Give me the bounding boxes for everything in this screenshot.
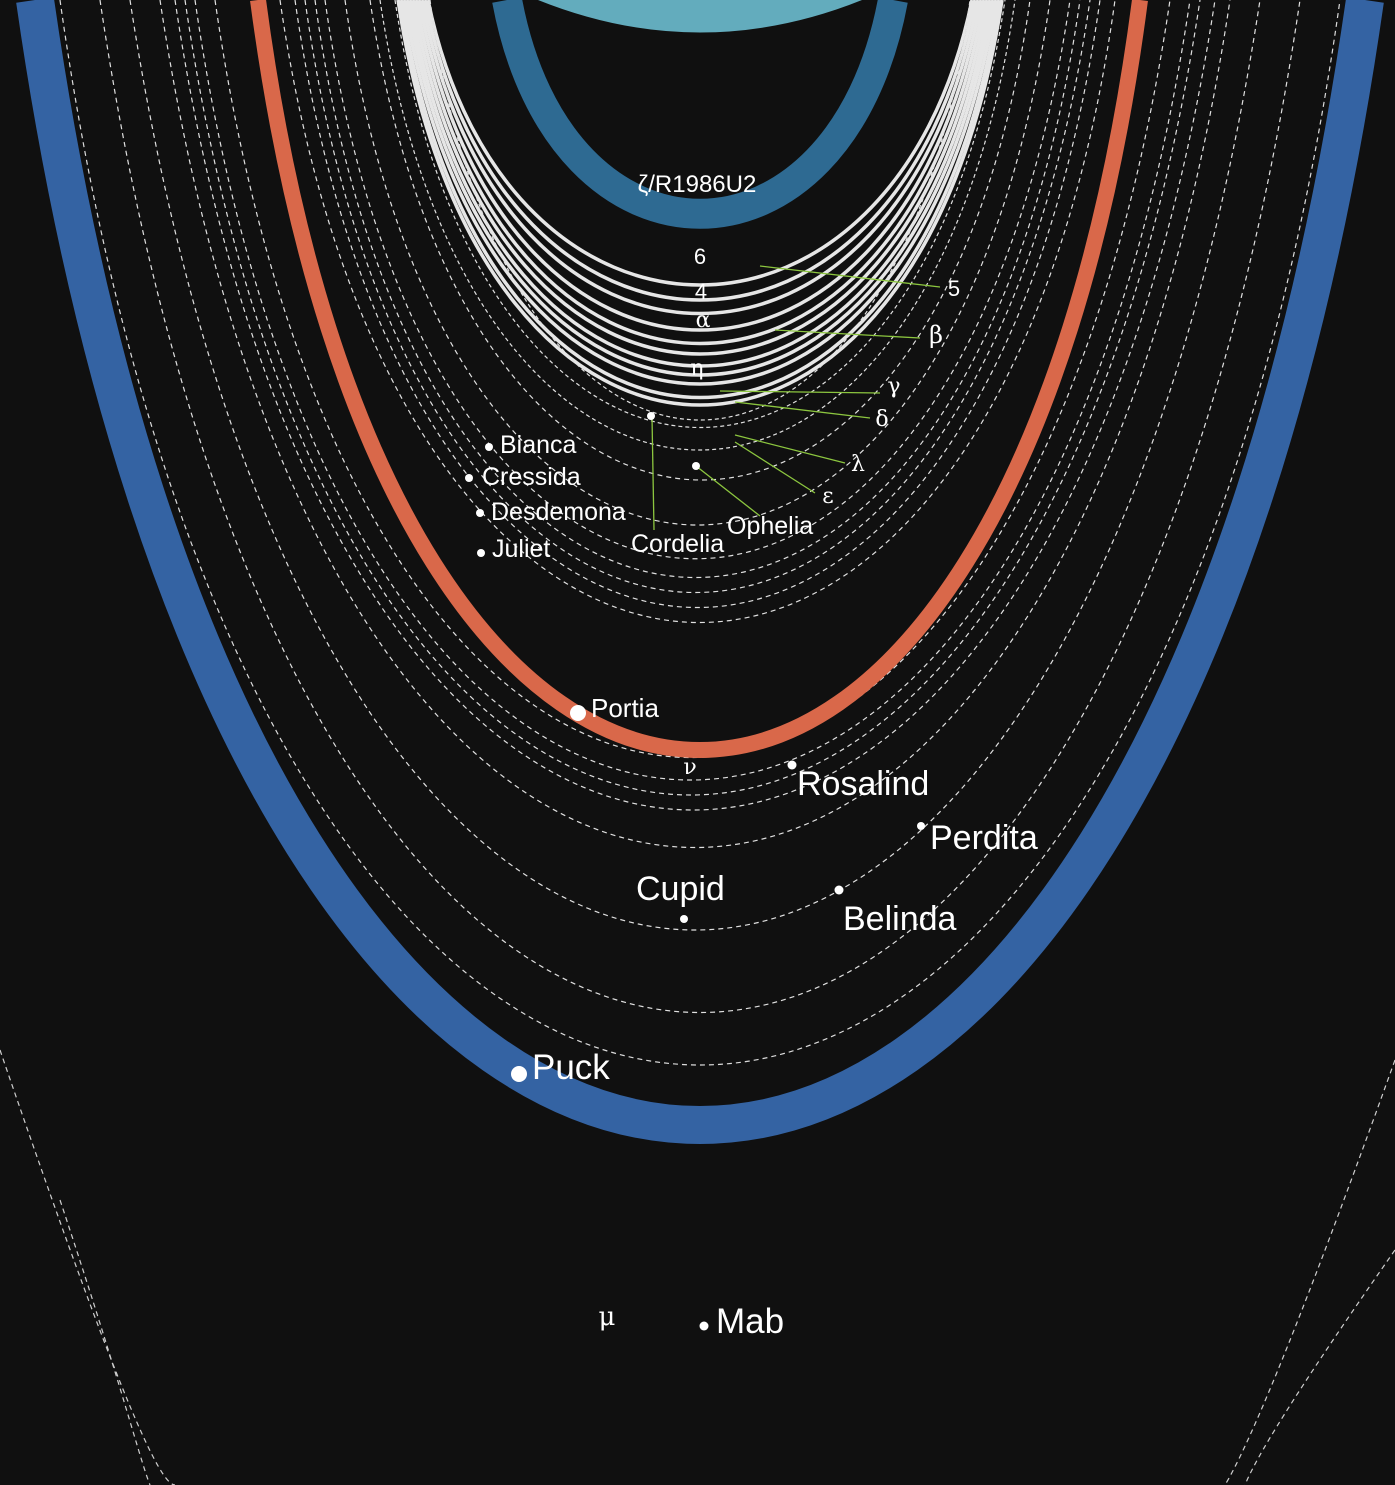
cressida-dot <box>465 474 473 482</box>
orbit-c <box>369 0 1031 481</box>
label-ring-4: 4 <box>695 279 707 304</box>
ring-alpha <box>417 0 983 332</box>
label-desdemona: Desdemona <box>491 498 626 526</box>
juliet-orbit <box>304 0 1091 593</box>
leader-gamma <box>719 390 881 394</box>
leader-ophelia <box>695 465 761 517</box>
portia-orbit <box>279 0 1116 624</box>
rosalind-orbit <box>214 0 1171 759</box>
inner-orbits <box>379 0 1016 451</box>
ring-epsilon <box>396 0 1004 407</box>
orbit-outer-left-2 <box>59 1199 151 1485</box>
label-lambda: λ <box>851 452 865 477</box>
ring-lambda <box>399 0 1001 399</box>
ring-4 <box>420 0 980 316</box>
juliet-dot <box>477 549 485 557</box>
desdemona-orbit <box>314 0 1081 579</box>
leader-5 <box>759 265 941 288</box>
bianca-dot <box>485 443 493 451</box>
cordelia-orbit <box>429 0 971 421</box>
leader-lines <box>651 265 941 531</box>
label-belinda: Belinda <box>843 900 957 938</box>
ophelia-orbit <box>394 0 1006 429</box>
orbit-b <box>294 0 1101 609</box>
label-beta: β <box>929 321 943 349</box>
label-puck: Puck <box>532 1048 610 1087</box>
leader-cordelia <box>651 416 655 531</box>
ring-5 <box>423 0 977 302</box>
perdita-dot <box>917 822 925 830</box>
orbit-d <box>379 0 1016 451</box>
label-ring-5: 5 <box>948 276 960 301</box>
moon-orbits <box>99 0 1301 1014</box>
orbit-outer-left-1 <box>0 1049 176 1485</box>
label-portia: Portia <box>591 693 659 723</box>
label-cressida: Cressida <box>482 463 581 491</box>
mu-ring <box>16 0 1384 1144</box>
leader-delta <box>734 401 871 419</box>
puck-orbit <box>129 0 1261 931</box>
ring-eta <box>411 0 989 356</box>
ring-labels: ζ/R1986U2 6 5 4 α β η γ δ λ ε ν μ <box>599 171 961 1332</box>
label-ophelia: Ophelia <box>727 512 813 540</box>
leader-beta <box>774 329 921 339</box>
label-bianca: Bianca <box>500 431 577 459</box>
label-ring-6: 6 <box>694 244 706 269</box>
leader-epsilon <box>734 441 816 494</box>
outer-orbits <box>0 1049 1395 1485</box>
puck-dot <box>511 1066 527 1082</box>
label-mu: μ <box>599 1302 616 1332</box>
uranus-planet <box>538 0 862 33</box>
label-nu: ν <box>683 755 696 780</box>
orbit-a <box>159 0 1231 848</box>
rosalind-dot <box>787 760 797 770</box>
label-eta: η <box>690 356 703 381</box>
moon-labels: Bianca Cressida Desdemona Juliet Cordeli… <box>482 431 1038 1341</box>
cupid-dot <box>680 915 688 923</box>
cordelia-dot <box>647 412 655 420</box>
ring-beta <box>414 0 986 345</box>
puck-orbit-outer <box>99 0 1301 1014</box>
bianca-orbit <box>344 0 1051 526</box>
mab-dot <box>699 1321 709 1331</box>
desdemona-dot <box>476 509 484 517</box>
label-juliet: Juliet <box>492 535 550 563</box>
cupid-orbit <box>184 0 1201 796</box>
cressida-orbit <box>324 0 1071 560</box>
perdita-orbit <box>194 0 1191 781</box>
leader-lambda <box>734 434 846 464</box>
nu-ring <box>250 0 1148 758</box>
ring-gamma <box>405 0 995 377</box>
label-cupid: Cupid <box>636 870 725 908</box>
zeta-ring <box>492 0 908 229</box>
label-epsilon: ε <box>822 484 833 509</box>
mab-orbit <box>59 0 1341 1066</box>
label-alpha: α <box>696 308 711 333</box>
label-cordelia: Cordelia <box>631 530 724 558</box>
label-delta: δ <box>875 407 888 432</box>
ophelia-dot <box>692 462 700 470</box>
label-perdita: Perdita <box>930 819 1038 857</box>
label-zeta: ζ/R1986U2 <box>638 171 757 198</box>
main-rings <box>396 0 1004 407</box>
label-mab: Mab <box>716 1302 784 1341</box>
belinda-dot <box>834 885 844 895</box>
ring-delta <box>402 0 998 386</box>
moon-dots <box>465 412 925 1331</box>
belinda-orbit <box>174 0 1216 811</box>
ring-6 <box>426 0 974 287</box>
orbit-outer-right-2 <box>1244 1249 1395 1485</box>
orbit-outer-right-1 <box>1224 1059 1395 1485</box>
portia-dot <box>570 705 586 721</box>
ring-eta-outer <box>408 0 992 368</box>
label-rosalind: Rosalind <box>797 765 929 803</box>
label-gamma: γ <box>887 374 900 399</box>
